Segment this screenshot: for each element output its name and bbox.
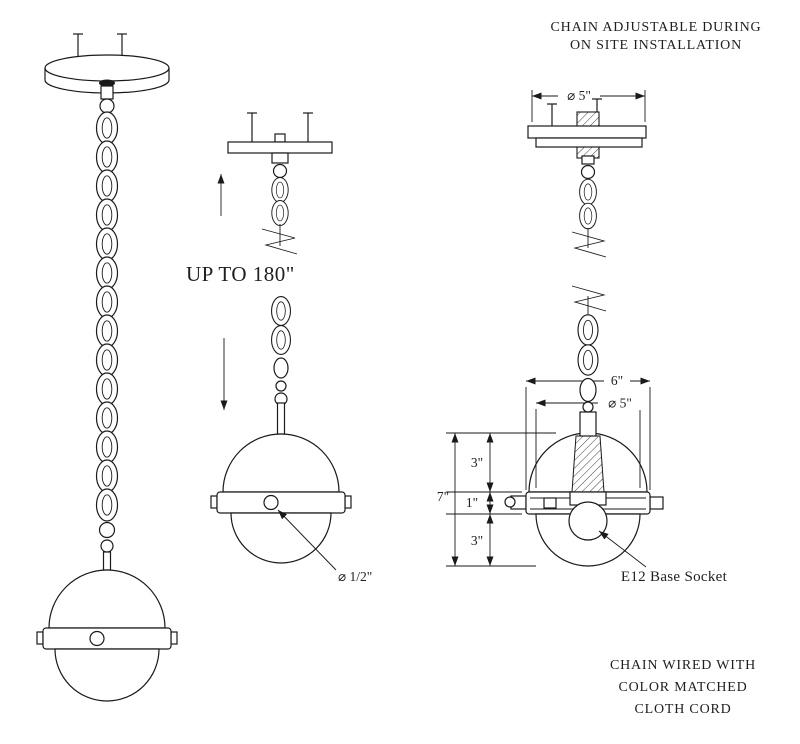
canopy-mount-detail-drawing: [217, 112, 333, 255]
note-chain-adjustable-line1: CHAIN ADJUSTABLE DURING: [551, 20, 762, 35]
canopy-diameter-label: ⌀ 5": [567, 88, 591, 103]
hole-diameter-label: ⌀ 1/2": [338, 569, 372, 584]
overall-width-label: 6": [611, 373, 623, 388]
note-chain-adjustable-line2: ON SITE INSTALLATION: [570, 38, 742, 53]
chain-adjust-detail-drawing: [210, 296, 352, 571]
note-chain-wired-line1: CHAIN WIRED WITH: [610, 658, 756, 673]
chain-length-label: UP TO 180": [186, 262, 295, 286]
hole-leader-line: [277, 509, 337, 571]
break-symbol: [571, 231, 607, 258]
break-symbol: [261, 228, 298, 255]
band-height-label: 1": [466, 495, 478, 510]
socket-leader-line: [598, 530, 647, 568]
canopy-section-drawing: [527, 87, 647, 258]
note-chain-wired: CHAIN WIRED WITH COLOR MATCHED CLOTH COR…: [610, 658, 756, 717]
note-chain-wired-line2: COLOR MATCHED: [618, 680, 747, 695]
overall-height-label: 7": [437, 489, 449, 504]
glass-diameter-label: ⌀ 5": [608, 396, 632, 411]
note-chain-wired-line3: CLOTH CORD: [634, 702, 731, 717]
note-chain-adjustable: CHAIN ADJUSTABLE DURING ON SITE INSTALLA…: [551, 20, 762, 53]
fixture-section-drawing: [446, 285, 664, 568]
pendant-elevation-drawing: [36, 33, 178, 702]
lower-height-label: 3": [471, 533, 483, 548]
socket-label: E12 Base Socket: [621, 569, 728, 585]
break-symbol: [571, 285, 607, 312]
upper-height-label: 3": [471, 455, 483, 470]
